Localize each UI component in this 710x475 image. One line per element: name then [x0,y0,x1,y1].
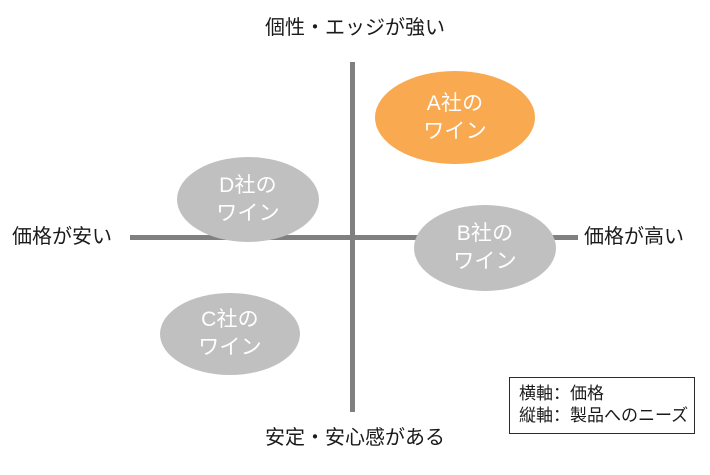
bubble-company-d: D社の ワイン [177,157,319,242]
vertical-axis-line [350,62,355,412]
bubble-label-a-line1: A社の [426,91,484,115]
axis-legend-box: 横軸：価格 縦軸：製品へのニーズ [509,377,695,434]
bubble-label-b-line2: ワイン [453,250,517,273]
bubble-label-a-line2: ワイン [423,119,487,143]
bubble-label-b-line1: B社の [456,222,514,246]
bubble-company-b: B社の ワイン [414,205,556,291]
axis-label-left: 価格が安い [12,226,112,248]
axis-label-top: 個性・エッジが強い [265,17,445,39]
bubble-company-a: A社の ワイン [375,71,535,164]
bubble-label-d-line1: D社の [219,173,277,197]
bubble-label-c-line1: C社の [201,308,259,332]
axis-label-bottom: 安定・安心感がある [265,427,445,449]
axis-label-right: 価格が高い [584,226,684,248]
legend-line-x-axis: 横軸：価格 [519,384,604,403]
legend-line-y-axis: 縦軸：製品へのニーズ [519,405,689,425]
bubble-label-c-line2: ワイン [198,336,262,359]
bubble-company-c: C社の ワイン [160,293,300,375]
bubble-label-d-line2: ワイン [216,201,280,225]
